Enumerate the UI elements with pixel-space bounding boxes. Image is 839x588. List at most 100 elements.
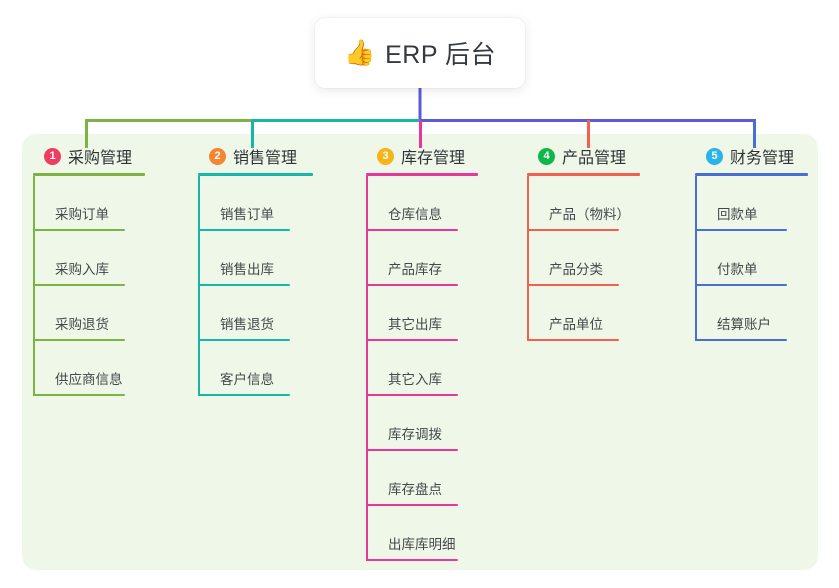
leaf-item[interactable]: 产品单位: [527, 286, 640, 341]
leaf-item-underline: [33, 229, 125, 231]
leaf-item-underline: [33, 339, 125, 341]
leaf-item-label: 产品单位: [549, 317, 603, 332]
leaf-item[interactable]: 回款单: [695, 176, 808, 231]
leaf-item-label: 库存盘点: [388, 482, 442, 497]
leaf-item-underline: [366, 339, 458, 341]
leaf-item[interactable]: 供应商信息: [33, 341, 145, 396]
leaf-item-label: 出库库明细: [388, 537, 456, 552]
leaf-item[interactable]: 产品（物料）: [527, 176, 640, 231]
leaf-item-label: 销售退货: [220, 317, 274, 332]
root-node-title: ERP 后台: [385, 41, 497, 69]
leaf-item[interactable]: 库存调拨: [366, 396, 478, 451]
thumbs-up-icon: 👍: [343, 38, 376, 67]
leaf-item[interactable]: 产品库存: [366, 231, 478, 286]
leaf-item-label: 产品库存: [388, 262, 442, 277]
column-title-5: 财务管理: [730, 150, 795, 167]
leaf-item-label: 销售订单: [220, 207, 274, 222]
leaf-item[interactable]: 采购入库: [33, 231, 145, 286]
column-underline-4: [527, 173, 640, 176]
leaf-item-label: 付款单: [717, 262, 758, 277]
leaf-item[interactable]: 出库库明细: [366, 506, 478, 561]
leaf-item-label: 销售出库: [220, 262, 274, 277]
column-badge-4: 4: [538, 147, 555, 165]
column-header-1[interactable]: 1 采购管理: [33, 145, 145, 167]
leaf-item[interactable]: 采购退货: [33, 286, 145, 341]
leaf-item-label: 采购退货: [55, 317, 109, 332]
column-items-3: 仓库信息产品库存其它出库其它入库库存调拨库存盘点出库库明细: [366, 176, 478, 561]
column-spine-2: [198, 176, 200, 396]
diagram-background-panel: [22, 134, 818, 570]
column-header-5[interactable]: 5 财务管理: [695, 145, 808, 167]
leaf-item[interactable]: 结算账户: [695, 286, 808, 341]
column-1: 1 采购管理采购订单采购入库采购退货供应商信息: [33, 145, 145, 396]
leaf-item[interactable]: 产品分类: [527, 231, 640, 286]
column-5: 5 财务管理回款单付款单结算账户: [695, 145, 808, 341]
leaf-item-underline: [198, 339, 290, 341]
leaf-item-underline: [527, 229, 619, 231]
column-items-2: 销售订单销售出库销售退货客户信息: [198, 176, 313, 396]
column-underline-1: [33, 173, 145, 176]
column-spine-4: [527, 176, 529, 341]
leaf-item-label: 结算账户: [717, 317, 771, 332]
leaf-item-label: 库存调拨: [388, 427, 442, 442]
column-badge-1: 1: [44, 147, 61, 165]
column-underline-3: [366, 173, 478, 176]
leaf-item-label: 采购入库: [55, 262, 109, 277]
column-spine-5: [695, 176, 697, 341]
leaf-item-underline: [33, 284, 125, 286]
leaf-item-label: 其它入库: [388, 372, 442, 387]
leaf-item-underline: [527, 284, 619, 286]
column-spine-3: [366, 176, 368, 561]
column-spine-1: [33, 176, 35, 396]
leaf-item-underline: [198, 394, 290, 396]
leaf-item-underline: [366, 504, 458, 506]
leaf-item[interactable]: 其它出库: [366, 286, 478, 341]
leaf-item-underline: [695, 229, 787, 231]
leaf-item-label: 产品（物料）: [549, 207, 630, 222]
column-underline-2: [198, 173, 313, 176]
root-node-card[interactable]: 👍 ERP 后台: [315, 18, 525, 88]
column-3: 3 库存管理仓库信息产品库存其它出库其它入库库存调拨库存盘点出库库明细: [366, 145, 478, 561]
leaf-item[interactable]: 仓库信息: [366, 176, 478, 231]
leaf-item-label: 采购订单: [55, 207, 109, 222]
leaf-item-underline: [33, 394, 125, 396]
column-header-3[interactable]: 3 库存管理: [366, 145, 478, 167]
leaf-item[interactable]: 采购订单: [33, 176, 145, 231]
leaf-item-underline: [366, 449, 458, 451]
leaf-item-label: 回款单: [717, 207, 758, 222]
leaf-item-underline: [527, 339, 619, 341]
column-header-2[interactable]: 2 销售管理: [198, 145, 313, 167]
leaf-item[interactable]: 客户信息: [198, 341, 313, 396]
column-badge-2: 2: [209, 147, 226, 165]
leaf-item-label: 其它出库: [388, 317, 442, 332]
leaf-item-underline: [695, 284, 787, 286]
leaf-item-underline: [366, 229, 458, 231]
leaf-item[interactable]: 库存盘点: [366, 451, 478, 506]
column-title-3: 库存管理: [401, 150, 466, 167]
leaf-item-underline: [366, 394, 458, 396]
column-title-1: 采购管理: [68, 150, 133, 167]
leaf-item[interactable]: 付款单: [695, 231, 808, 286]
leaf-item[interactable]: 其它入库: [366, 341, 478, 396]
leaf-item[interactable]: 销售订单: [198, 176, 313, 231]
leaf-item-label: 仓库信息: [388, 207, 442, 222]
leaf-item-label: 供应商信息: [55, 372, 123, 387]
leaf-item-label: 产品分类: [549, 262, 603, 277]
leaf-item-underline: [366, 284, 458, 286]
leaf-item[interactable]: 销售出库: [198, 231, 313, 286]
column-items-5: 回款单付款单结算账户: [695, 176, 808, 341]
column-items-1: 采购订单采购入库采购退货供应商信息: [33, 176, 145, 396]
column-2: 2 销售管理销售订单销售出库销售退货客户信息: [198, 145, 313, 396]
column-badge-5: 5: [706, 147, 723, 165]
column-title-2: 销售管理: [233, 150, 298, 167]
column-badge-3: 3: [377, 147, 394, 165]
leaf-item[interactable]: 销售退货: [198, 286, 313, 341]
leaf-item-underline: [695, 339, 787, 341]
leaf-item-underline: [198, 229, 290, 231]
leaf-item-label: 客户信息: [220, 372, 274, 387]
leaf-item-underline: [198, 284, 290, 286]
leaf-item-underline: [366, 559, 458, 561]
